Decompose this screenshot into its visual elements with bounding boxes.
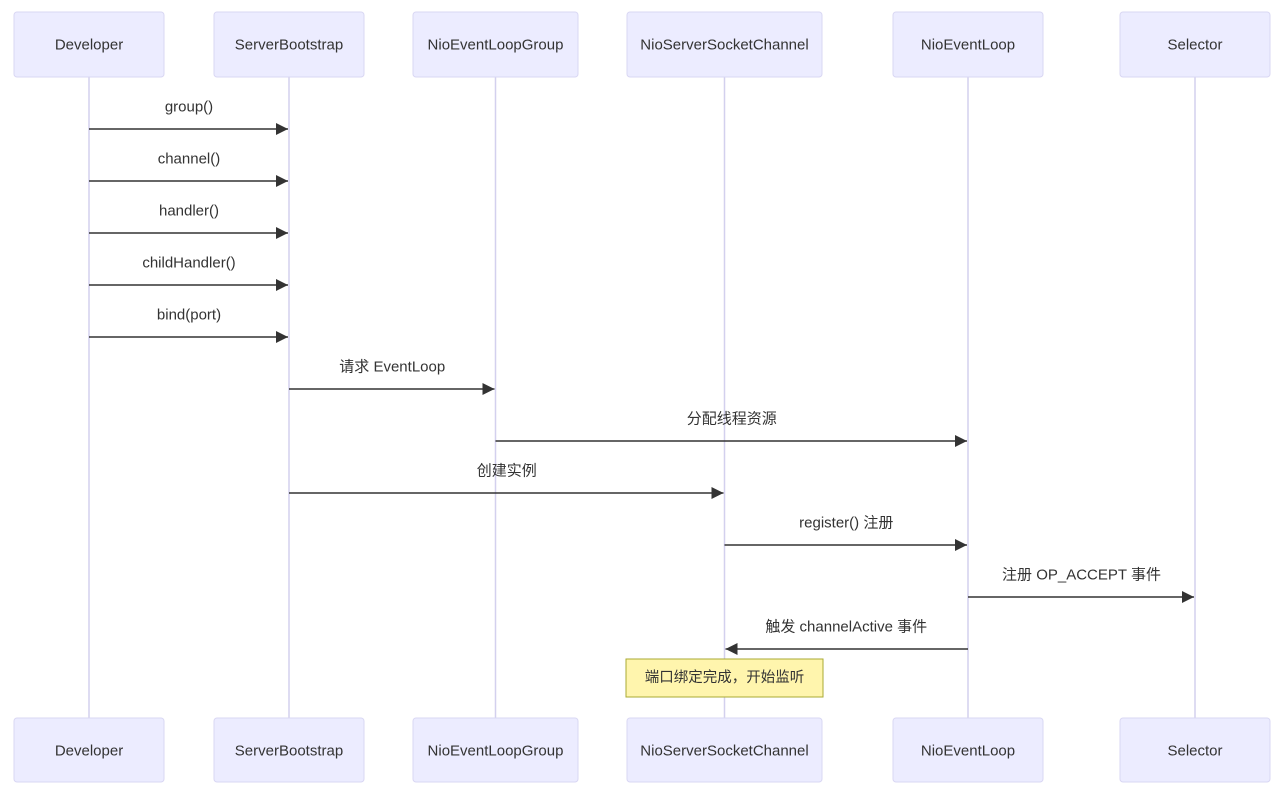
- message-label: channel(): [158, 151, 221, 168]
- actor-label: Selector: [1167, 743, 1222, 760]
- actor-developer-top: Developer: [13, 11, 165, 78]
- actor-box: [213, 11, 365, 78]
- message-allocate-thread: 分配线程资源: [495, 411, 967, 447]
- message-label: 注册 OP_ACCEPT 事件: [1002, 567, 1161, 584]
- message-channel-active: 触发 channelActive 事件: [725, 619, 968, 655]
- message-label: group(): [165, 99, 213, 116]
- message-label: bind(port): [157, 307, 221, 324]
- actor-nioeventloopgroup-top: NioEventLoopGroup: [412, 11, 579, 78]
- actor-label: NioEventLoop: [921, 743, 1015, 760]
- lifelines: [88, 77, 1196, 718]
- actor-nioeventloop-top: NioEventLoop: [892, 11, 1044, 78]
- actor-label: Developer: [55, 37, 123, 54]
- actor-box: [1119, 11, 1271, 78]
- actor-box: [626, 11, 823, 78]
- actor-box: [13, 717, 165, 783]
- actor-nioeventloop-bottom: NioEventLoop: [892, 717, 1044, 783]
- message-label: 创建实例: [477, 463, 537, 480]
- note-label: 端口绑定完成，开始监听: [645, 669, 805, 686]
- message-register: register() 注册: [724, 515, 967, 551]
- actor-label: NioServerSocketChannel: [640, 743, 808, 760]
- actor-nioserversocketchannel-top: NioServerSocketChannel: [626, 11, 823, 78]
- message-label: 请求 EventLoop: [339, 359, 445, 376]
- message-childhandler: childHandler(): [89, 255, 288, 291]
- actor-box: [1119, 717, 1271, 783]
- message-label: 分配线程资源: [687, 411, 777, 428]
- actor-developer-bottom: Developer: [13, 717, 165, 783]
- note: 端口绑定完成，开始监听: [625, 658, 824, 698]
- message-bind: bind(port): [89, 307, 288, 343]
- message-label: 触发 channelActive 事件: [765, 619, 927, 636]
- actor-label: NioEventLoopGroup: [428, 743, 564, 760]
- actor-nioserversocketchannel-bottom: NioServerSocketChannel: [626, 717, 823, 783]
- actor-label: Selector: [1167, 37, 1222, 54]
- message-channel: channel(): [89, 151, 288, 187]
- actors-bottom: Developer ServerBootstrap NioEventLoopGr…: [13, 717, 1271, 783]
- actor-label: ServerBootstrap: [235, 37, 343, 54]
- actor-label: ServerBootstrap: [235, 743, 343, 760]
- actor-label: NioEventLoopGroup: [428, 37, 564, 54]
- actor-nioeventloopgroup-bottom: NioEventLoopGroup: [412, 717, 579, 783]
- actor-serverbootstrap-bottom: ServerBootstrap: [213, 717, 365, 783]
- actor-label: NioEventLoop: [921, 37, 1015, 54]
- actors-top: Developer ServerBootstrap NioEventLoopGr…: [13, 11, 1271, 78]
- actor-label: NioServerSocketChannel: [640, 37, 808, 54]
- message-request-eventloop: 请求 EventLoop: [289, 359, 495, 395]
- actor-box: [626, 717, 823, 783]
- note-box: [625, 658, 824, 698]
- message-label: childHandler(): [142, 255, 235, 272]
- actor-box: [892, 11, 1044, 78]
- message-group: group(): [89, 99, 288, 135]
- actor-box: [412, 11, 579, 78]
- message-create-instance: 创建实例: [289, 463, 724, 499]
- actor-box: [892, 717, 1044, 783]
- actor-selector-bottom: Selector: [1119, 717, 1271, 783]
- actor-serverbootstrap-top: ServerBootstrap: [213, 11, 365, 78]
- message-label: handler(): [159, 203, 219, 220]
- actor-box: [412, 717, 579, 783]
- actor-selector-top: Selector: [1119, 11, 1271, 78]
- message-register-op-accept: 注册 OP_ACCEPT 事件: [968, 567, 1194, 603]
- actor-box: [13, 11, 165, 78]
- actor-label: Developer: [55, 743, 123, 760]
- message-label: register() 注册: [799, 515, 893, 532]
- actor-box: [213, 717, 365, 783]
- message-handler: handler(): [89, 203, 288, 239]
- messages: group() channel() handler() childHandler…: [89, 99, 1194, 655]
